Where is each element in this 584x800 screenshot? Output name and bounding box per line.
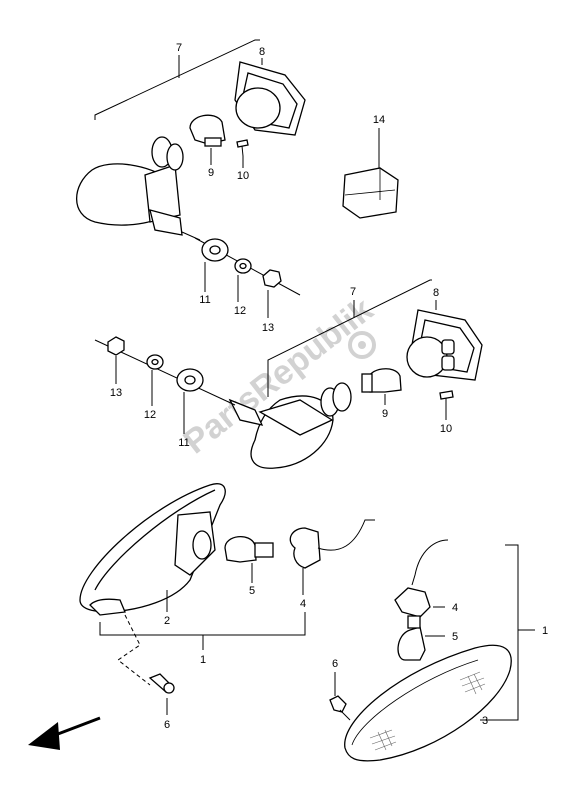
callout-lower-left-socket: 4: [300, 598, 306, 610]
callout-top-washer-large: 11: [199, 294, 210, 306]
callout-mid-washer-small: 12: [144, 409, 156, 421]
callout-lower-right-socket: 4: [452, 602, 458, 614]
callout-lower-right-lens: 3: [482, 715, 488, 727]
top-screw[interactable]: [236, 139, 249, 157]
mid-washer-large[interactable]: [176, 368, 204, 392]
arrow-left-down-icon: [28, 716, 101, 750]
reflector[interactable]: [342, 167, 399, 219]
lens-hatch-upper: [459, 671, 486, 695]
callout-top-screw: 10: [237, 170, 249, 182]
callout-lower-left-screw: 6: [164, 719, 170, 731]
callout-top-bulb: 9: [208, 167, 214, 179]
callout-top-nut: 13: [262, 322, 274, 334]
mid-housing[interactable]: [228, 382, 352, 469]
watermark-gear-icon: [348, 331, 376, 359]
lower-right-bulb[interactable]: [397, 615, 426, 661]
mid-nut[interactable]: [107, 336, 125, 356]
callout-mid-bulb: 9: [382, 408, 388, 420]
callout-lower-right-assembly: 1: [542, 625, 548, 637]
callout-mid-screw: 10: [440, 423, 452, 435]
callout-lower-right-screw: 6: [332, 658, 338, 670]
callout-mid-assembly: 7: [350, 286, 356, 298]
lower-left-bulb[interactable]: [224, 536, 274, 563]
callout-mid-nut: 13: [110, 387, 122, 399]
lens-hatch-lower: [369, 729, 397, 751]
callout-lower-right-bulb: 5: [452, 631, 458, 643]
callout-lower-left-housing: 2: [164, 615, 170, 627]
lower-right-socket[interactable]: [394, 539, 449, 618]
callout-reflector: 14: [373, 114, 385, 126]
mid-bulb[interactable]: [361, 368, 402, 393]
callout-mid-washer-large: 11: [178, 437, 189, 449]
lower-left-socket[interactable]: [289, 519, 375, 569]
callout-mid-lens: 8: [433, 287, 439, 299]
top-nut[interactable]: [262, 269, 282, 288]
top-housing[interactable]: [75, 136, 201, 241]
lower-left-group: [79, 483, 375, 715]
callout-top-washer-small: 12: [234, 305, 246, 317]
lower-left-housing[interactable]: [79, 483, 226, 616]
top-bulb[interactable]: [189, 114, 226, 147]
mid-washer-small[interactable]: [146, 354, 164, 370]
callout-top-assembly: 7: [176, 42, 182, 54]
lower-left-screw[interactable]: [148, 673, 175, 694]
callout-lower-left-assembly: 1: [200, 654, 206, 666]
top-turn-signal-group: [75, 39, 306, 318]
mid-screw[interactable]: [439, 390, 454, 408]
top-washer-large[interactable]: [201, 238, 229, 262]
lower-right-screw[interactable]: [329, 695, 351, 721]
mid-lens[interactable]: [406, 309, 483, 381]
callout-top-lens: 8: [259, 46, 265, 58]
lower-right-lens[interactable]: [344, 644, 512, 762]
mid-turn-signal-group: [94, 279, 483, 469]
top-lens[interactable]: [234, 61, 306, 136]
top-washer-small[interactable]: [234, 258, 252, 274]
callout-lower-left-bulb: 5: [249, 585, 255, 597]
lower-right-group: [329, 539, 535, 762]
